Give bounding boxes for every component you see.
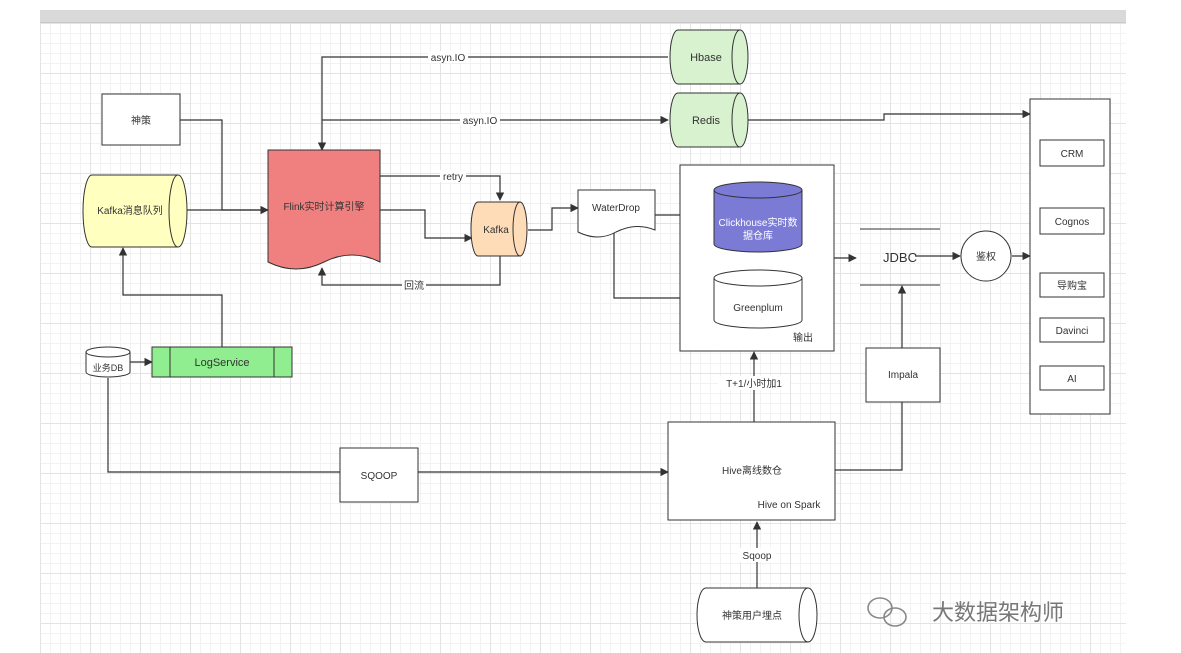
edge-label-t-plus-1: T+1/小时加1 <box>726 378 782 390</box>
wechat-icon <box>867 597 907 627</box>
consumer-box-daogoubao <box>1039 272 1105 298</box>
edge-label-asyn-io-1: asyn.IO <box>431 53 466 64</box>
kafka-node: Kafka <box>470 201 528 257</box>
connectors <box>107 56 1031 588</box>
kafka-label: Kafka <box>483 225 509 236</box>
watermark: 大数据架构师 <box>867 597 1064 627</box>
auth-node: 鉴权 <box>960 230 1012 282</box>
consumer-box-crm <box>1039 139 1105 167</box>
kafka-queue-label: Kafka消息队列 <box>97 204 163 217</box>
edge-label-sqoop: Sqoop <box>743 551 772 562</box>
greenplum-label: Greenplum <box>733 303 782 314</box>
consumer-box-ai <box>1039 365 1105 391</box>
clickhouse-node: Clickhouse实时数 据仓库 <box>713 181 803 253</box>
output-container: 输出 Clickhouse实时数 据仓库 Greenplum <box>679 164 835 352</box>
tracking-label: 神策用户埋点 <box>722 609 782 622</box>
edge-hbase-flink <box>317 56 668 151</box>
flink-node: Flink实时计算引擎 <box>267 149 381 270</box>
business-db-label: 业务DB <box>93 362 124 373</box>
auth-label: 鉴权 <box>976 250 996 263</box>
waterdrop-node: WaterDrop <box>577 189 656 238</box>
canvas-grid <box>40 23 1126 653</box>
kafka-queue-node: Kafka消息队列 <box>82 174 188 248</box>
consumer-davinci: Davinci <box>1056 326 1089 337</box>
tracking-node: 神策用户埋点 <box>696 587 818 643</box>
edge-flink-kafka-retry <box>380 175 505 201</box>
clickhouse-label-line1: Clickhouse实时数 <box>719 216 798 229</box>
logservice-label: LogService <box>194 357 249 369</box>
edge-logservice-kafkaqueue <box>118 247 223 347</box>
impala-node: Impala <box>865 347 941 403</box>
hbase-node: Hbase <box>669 29 749 85</box>
edge-waterdrop-greenplum <box>613 233 713 303</box>
greenplum-node: Greenplum <box>713 269 803 329</box>
hbase-label: Hbase <box>690 52 722 64</box>
sqoop-node: SQOOP <box>339 447 419 503</box>
hive-title: Hive离线数仓 <box>722 464 782 477</box>
consumer-daogoubao: 导购宝 <box>1057 279 1087 292</box>
edge-db-hive <box>107 378 669 477</box>
edge-label-backflow: 回流 <box>404 279 424 292</box>
edge-flink-kafka <box>380 209 473 243</box>
hive-subtitle: Hive on Spark <box>758 500 822 511</box>
impala-label: Impala <box>888 370 918 381</box>
business-db-node: 业务DB <box>85 346 131 378</box>
sqoop-label: SQOOP <box>361 471 398 482</box>
edge-shence-flink <box>180 119 268 211</box>
watermark-text: 大数据架构师 <box>932 600 1064 625</box>
output-label: 输出 <box>793 331 813 344</box>
hive-node: Hive离线数仓 Hive on Spark <box>667 421 836 521</box>
consumer-ai: AI <box>1067 374 1076 385</box>
edge-label-retry: retry <box>443 172 463 183</box>
consumer-crm: CRM <box>1061 149 1084 160</box>
shence-node: 神策 <box>101 93 181 146</box>
edge-redis-consumers <box>748 109 1031 121</box>
consumer-panel: CRM Cognos 导购宝 Davinci AI <box>1029 98 1111 415</box>
redis-node: Redis <box>669 92 749 148</box>
consumer-cognos: Cognos <box>1055 217 1089 228</box>
clickhouse-label-line2: 据仓库 <box>743 229 773 242</box>
shence-label: 神策 <box>131 114 151 127</box>
jdbc-label: JDBC <box>883 250 917 265</box>
consumer-box-davinci <box>1039 317 1105 343</box>
logservice-node: LogService <box>151 346 293 378</box>
edge-label-asyn-io-2: asyn.IO <box>463 116 498 127</box>
jdbc-node: JDBC <box>860 228 940 286</box>
edge-kafka-waterdrop <box>528 203 579 231</box>
redis-label: Redis <box>692 115 721 127</box>
consumer-box-cognos <box>1039 207 1105 235</box>
waterdrop-label: WaterDrop <box>592 203 640 214</box>
edge-hive-impala <box>835 402 903 471</box>
canvas-toolbar-strip <box>40 10 1126 23</box>
flink-label: Flink实时计算引擎 <box>283 200 364 213</box>
